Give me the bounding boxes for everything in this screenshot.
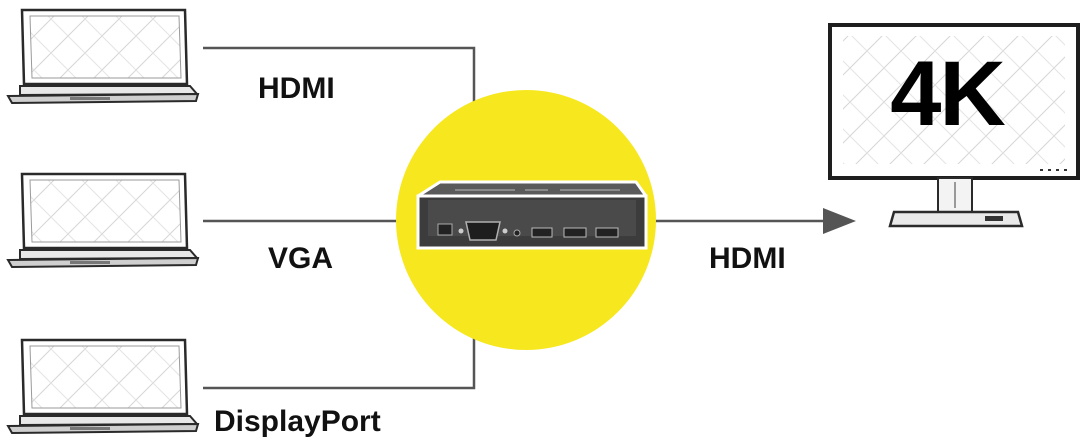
displayport-input-line [203, 328, 474, 388]
arrow-right-icon [823, 208, 856, 234]
hdmi-input-line [203, 48, 474, 112]
vga-input-label: VGA [268, 244, 333, 274]
video-switcher-icon [418, 182, 646, 248]
displayport-input-label: DisplayPort [214, 407, 381, 437]
hdmi-output-label: HDMI [709, 244, 786, 274]
resolution-label: 4K [862, 48, 1032, 140]
laptop-icon-displayport [8, 340, 198, 433]
hdmi-input-label: HDMI [258, 74, 335, 104]
laptop-icon-vga [8, 174, 198, 267]
laptop-icon-hdmi [8, 10, 198, 103]
